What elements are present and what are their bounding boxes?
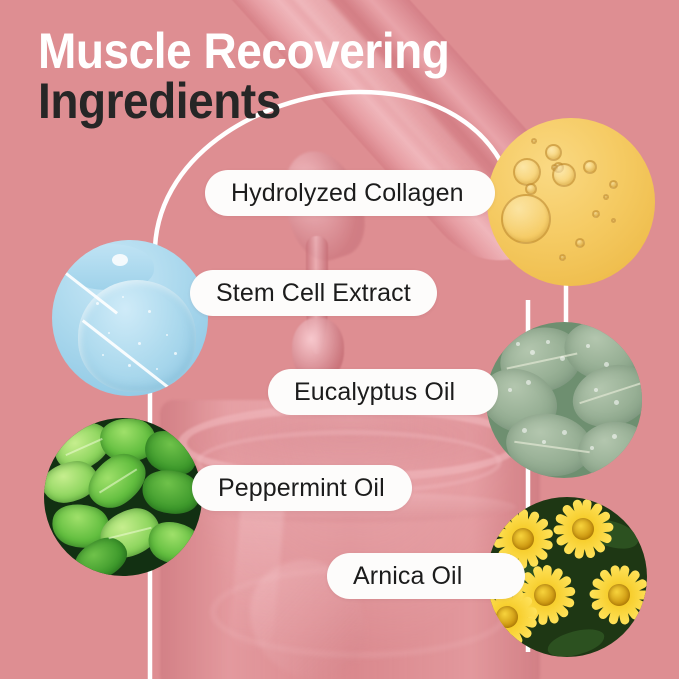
gel-speck <box>128 364 131 367</box>
gel-speck <box>138 342 141 345</box>
title-line-2: Ingredients <box>38 73 281 129</box>
dew-drop <box>560 356 565 361</box>
ingredient-image-stem-cell-extract <box>52 240 208 396</box>
oil-bubble <box>552 163 576 187</box>
ingredient-label-eucalyptus-oil[interactable]: Eucalyptus Oil <box>268 369 498 415</box>
eucalyptus-leaf <box>575 418 642 478</box>
ingredient-label-text: Peppermint Oil <box>218 473 385 502</box>
dew-drop <box>586 344 590 348</box>
gel-speck <box>122 296 124 298</box>
gel-highlight <box>112 254 128 266</box>
gel-speck <box>174 352 177 355</box>
gel-speck <box>108 332 110 334</box>
ingredient-label-peppermint-oil[interactable]: Peppermint Oil <box>192 465 412 511</box>
dew-drop <box>522 428 527 433</box>
oil-bubble <box>609 180 618 189</box>
dew-drop <box>516 342 520 346</box>
gel-speck <box>102 354 104 356</box>
dew-drop <box>526 380 531 385</box>
dew-drop <box>594 388 598 392</box>
dew-drop <box>508 388 512 392</box>
ingredient-label-text: Arnica Oil <box>353 561 463 590</box>
oil-bubble <box>575 238 585 248</box>
ingredient-label-text: Eucalyptus Oil <box>294 377 456 406</box>
title-line-1: Muscle Recovering <box>38 23 450 79</box>
oil-bubble <box>501 194 551 244</box>
gel-speck <box>148 310 151 313</box>
connector-arc-collagen <box>152 89 515 250</box>
dew-drop <box>546 340 550 344</box>
dew-drop <box>542 440 546 444</box>
oil-bubble <box>603 194 609 200</box>
oil-bubble <box>592 210 600 218</box>
dew-drop <box>590 446 594 450</box>
ingredient-label-hydrolyzed-collagen[interactable]: Hydrolyzed Collagen <box>205 170 495 216</box>
oil-bubble <box>531 138 537 144</box>
dew-drop <box>612 434 617 439</box>
dew-drop <box>604 362 609 367</box>
dew-drop <box>562 430 567 435</box>
ingredient-label-text: Stem Cell Extract <box>216 278 411 307</box>
oil-bubble <box>559 254 566 261</box>
dew-drop <box>530 350 535 355</box>
oil-bubble <box>545 144 562 161</box>
gel-speck <box>156 368 158 370</box>
oil-bubble <box>513 158 541 186</box>
ingredient-image-hydrolyzed-collagen <box>487 118 655 286</box>
gel-speck <box>96 302 99 305</box>
oil-bubble <box>583 160 597 174</box>
gel-speck <box>166 334 168 336</box>
ingredient-image-eucalyptus-oil <box>486 322 642 478</box>
ingredient-label-stem-cell-extract[interactable]: Stem Cell Extract <box>190 270 437 316</box>
oil-bubble <box>611 218 616 223</box>
page-title: Muscle Recovering Ingredients <box>38 23 485 129</box>
dew-drop <box>614 400 619 405</box>
ingredient-label-text: Hydrolyzed Collagen <box>231 178 464 207</box>
ingredient-label-arnica-oil[interactable]: Arnica Oil <box>327 553 525 599</box>
ingredient-image-peppermint-oil <box>44 418 202 576</box>
